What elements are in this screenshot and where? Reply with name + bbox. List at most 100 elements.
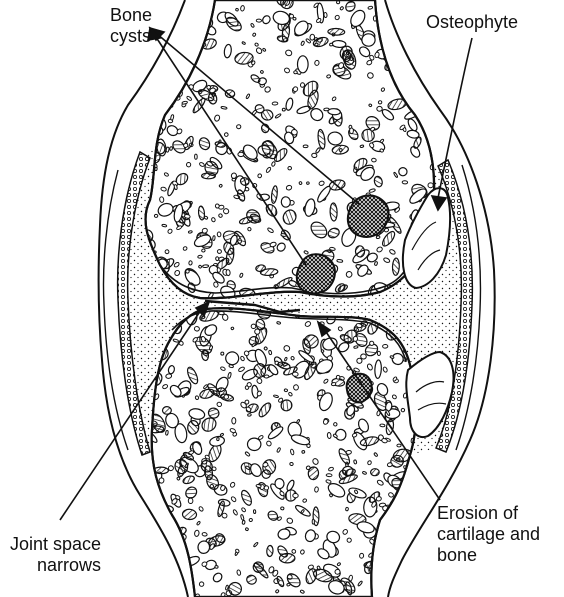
trabecula	[353, 336, 358, 342]
trabecula	[169, 146, 172, 150]
trabecula	[409, 30, 413, 34]
trabecula	[195, 154, 198, 159]
trabecula	[210, 484, 214, 488]
trabecula	[217, 249, 222, 253]
trabecula	[143, 102, 161, 113]
trabecula	[184, 572, 188, 575]
trabecula	[337, 259, 343, 262]
trabecula	[423, 0, 427, 3]
trabecula	[386, 560, 393, 567]
trabecula	[308, 467, 319, 480]
trabecula	[148, 55, 152, 59]
trabecula	[237, 125, 241, 129]
trabecula	[151, 526, 157, 531]
trabecula	[302, 450, 305, 453]
trabecula	[434, 161, 439, 165]
trabecula	[378, 521, 393, 535]
trabecula	[394, 511, 408, 525]
trabecula	[182, 509, 197, 520]
trabecula	[182, 44, 201, 55]
trabecula	[398, 30, 403, 35]
trabecula	[185, 11, 195, 19]
trabecula	[280, 507, 284, 510]
trabecula	[186, 48, 191, 52]
bone-cyst-1	[348, 195, 389, 237]
trabecula	[374, 360, 381, 379]
trabecula	[422, 4, 427, 10]
trabecula	[251, 324, 256, 329]
trabecula	[154, 586, 161, 597]
trabecula	[386, 539, 403, 557]
trabecula	[151, 527, 157, 533]
trabecula	[411, 7, 427, 23]
trabecula	[345, 507, 348, 511]
trabecula	[148, 534, 164, 547]
trabecula	[168, 584, 173, 589]
trabecula	[371, 158, 376, 162]
trabecula	[184, 214, 190, 219]
trabecula	[245, 527, 249, 531]
trabecula	[165, 430, 168, 435]
trabecula	[150, 50, 156, 55]
trabecula	[387, 51, 393, 56]
trabecula	[435, 151, 442, 157]
trabecula	[174, 587, 179, 594]
trabecula	[217, 232, 221, 237]
trabecula	[292, 372, 298, 377]
trabecula	[184, 33, 200, 47]
trabecula	[162, 590, 172, 597]
trabecula	[202, 532, 208, 536]
trabecula	[392, 258, 399, 275]
trabecula	[293, 493, 299, 498]
trabecula	[189, 261, 193, 266]
trabecula	[256, 19, 261, 22]
trabecula	[350, 128, 354, 134]
trabecula	[257, 173, 262, 178]
trabecula	[217, 268, 221, 273]
trabecula	[328, 28, 345, 35]
trabecula	[224, 394, 229, 399]
trabecula	[215, 204, 220, 209]
trabecula	[402, 578, 415, 590]
trabecula	[272, 102, 278, 105]
trabecula	[288, 166, 292, 169]
trabecula	[376, 236, 380, 239]
trabecula	[382, 344, 387, 348]
trabecula	[334, 569, 340, 575]
trabecula	[387, 462, 393, 467]
trabecula	[147, 99, 154, 106]
trabecula	[247, 438, 261, 451]
trabecula	[337, 1, 340, 4]
trabecula	[256, 484, 261, 488]
trabecula	[328, 108, 341, 115]
trabecula	[194, 14, 207, 26]
trabecula	[226, 269, 231, 275]
trabecula	[300, 82, 305, 87]
trabecula	[198, 0, 214, 10]
trabecula	[277, 321, 281, 324]
trabecula	[159, 75, 164, 80]
trabecula	[247, 413, 251, 416]
trabecula	[293, 17, 296, 20]
trabecula	[240, 5, 244, 11]
trabecula	[314, 487, 318, 493]
trabecula	[417, 481, 422, 487]
trabecula	[266, 545, 273, 556]
trabecula	[193, 10, 204, 20]
trabecula	[159, 477, 165, 483]
trabecula	[402, 518, 407, 522]
trabecula	[176, 548, 183, 554]
trabecula	[225, 89, 235, 98]
lower-bone	[143, 299, 428, 597]
trabecula	[312, 519, 314, 524]
trabecula	[198, 255, 203, 259]
label-bone-cysts: Bone cysts	[110, 5, 152, 47]
trabecula	[436, 94, 440, 98]
trabecula	[202, 265, 208, 268]
trabecula	[163, 3, 177, 21]
trabecula	[249, 518, 253, 522]
trabecula	[374, 583, 384, 594]
trabecula	[402, 181, 408, 184]
trabecula	[194, 530, 199, 537]
trabecula	[392, 540, 407, 553]
